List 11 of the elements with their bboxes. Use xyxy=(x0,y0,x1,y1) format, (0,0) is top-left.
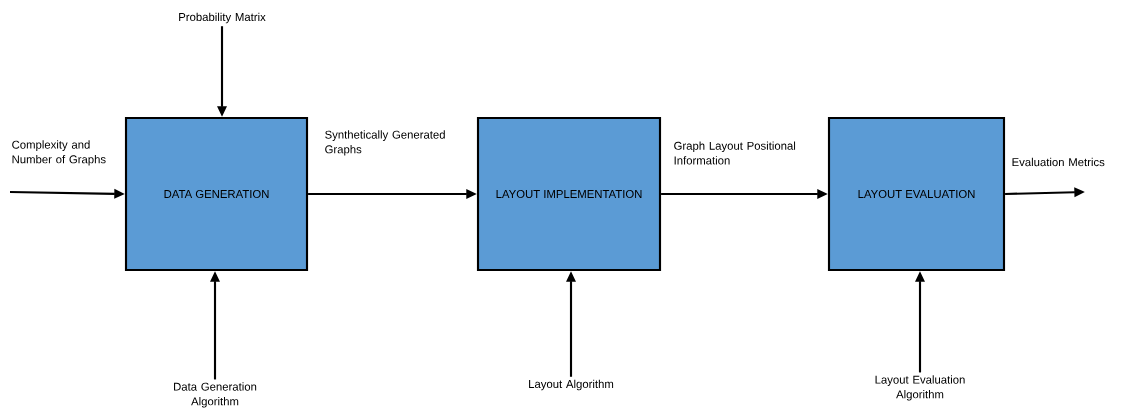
input-label: Layout Evaluation Algorithm xyxy=(875,375,965,401)
process-box: LAYOUT EVALUATION xyxy=(827,116,1006,272)
input-label: Data Generation Algorithm xyxy=(174,382,257,408)
edge-label: Evaluation Metrics xyxy=(1012,157,1105,167)
input-label: Layout Algorithm xyxy=(529,379,614,391)
input-label: Probability Matrix xyxy=(179,12,266,24)
edge-label: Graph Layout Positional Information xyxy=(674,141,796,165)
edge-label: Synthetically Generated Graphs xyxy=(325,130,445,156)
edge-label: Complexity and Number of Graphs xyxy=(12,140,106,166)
process-box: LAYOUT IMPLEMENTATION xyxy=(476,116,662,272)
process-box: DATA GENERATION xyxy=(124,116,309,272)
